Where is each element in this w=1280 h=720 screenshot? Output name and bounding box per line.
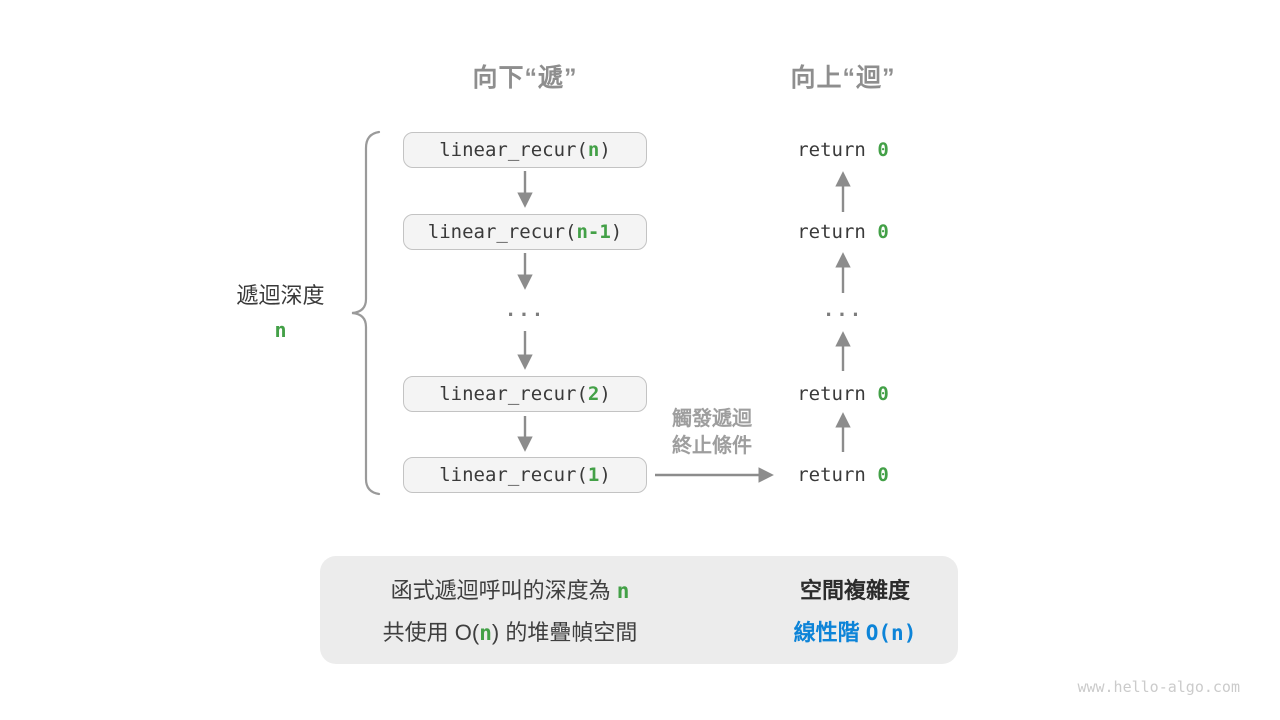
call-close: ) [599,383,611,405]
return-keyword: return [797,221,878,243]
call-box-n-1: linear_recur(n-1) [403,214,647,250]
return-keyword: return [797,139,878,161]
call-arg: 2 [587,383,600,405]
call-close: ) [610,221,623,243]
return-row-1: return 0 [783,137,903,163]
call-fn: linear_recur( [439,139,588,161]
return-row-3: return 0 [783,381,903,407]
call-close: ) [599,139,611,161]
return-ellipsis: ... [822,299,864,321]
call-arg: 1 [587,464,600,486]
return-value: 0 [877,139,889,161]
return-keyword: return [797,383,878,405]
call-box-n: linear_recur(n) [403,132,647,168]
summary-conclusion: 空間複雜度 線性階 O(n) [752,556,958,664]
summary-line2: 共使用 O(n) 的堆疊幀空間 [382,620,638,645]
recursion-depth-text: 遞迴深度 [236,283,325,308]
recursion-depth-value: n [274,318,287,342]
return-value: 0 [877,221,889,243]
recursion-depth-label: 遞迴深度 n [198,278,363,342]
summary-line1: 函式遞迴呼叫的深度為 n [390,578,630,603]
call-fn: linear_recur( [439,383,588,405]
call-arg: n-1 [576,221,611,243]
space-complexity-result: 線性階 O(n) [793,620,917,645]
call-arg: n [587,139,600,161]
summary-statement: 函式遞迴呼叫的深度為 n 共使用 O(n) 的堆疊幀空間 [330,556,690,664]
call-ellipsis: ... [504,299,546,321]
summary-panel [320,556,958,664]
descend-header: 向下“遞” [472,64,578,92]
big-o-notation: O(n) [865,621,917,645]
return-value: 0 [877,464,889,486]
return-row-4: return 0 [783,462,903,488]
return-value: 0 [877,383,889,405]
depth-highlight: n [616,579,630,603]
space-complexity-title: 空間複雜度 [799,578,910,603]
call-close: ) [599,464,611,486]
termination-note-line2: 終止條件 [672,435,752,457]
termination-note-line1: 觸發遞迴 [672,408,752,430]
call-box-2: linear_recur(2) [403,376,647,412]
call-box-1: linear_recur(1) [403,457,647,493]
ascend-header: 向上“迴” [790,64,896,92]
watermark: www.hello-algo.com [1077,678,1240,696]
termination-note: 觸發遞迴 終止條件 [642,406,782,460]
recursion-depth-brace [351,130,381,496]
space-highlight: n [479,621,492,645]
call-fn: linear_recur( [427,221,577,243]
return-row-2: return 0 [783,219,903,245]
call-fn: linear_recur( [439,464,588,486]
return-keyword: return [797,464,878,486]
